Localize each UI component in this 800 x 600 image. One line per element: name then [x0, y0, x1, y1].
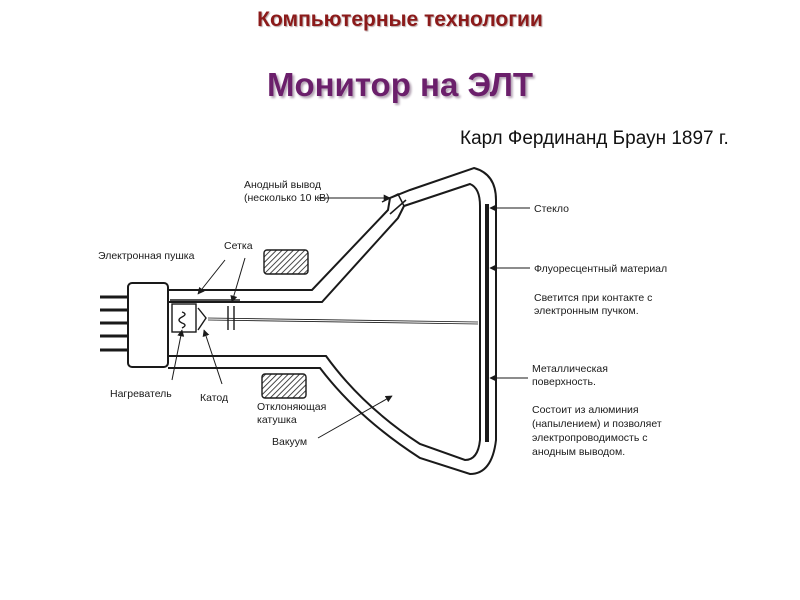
label-electron-gun: Электронная пушка	[98, 250, 195, 262]
label-heater: Нагреватель	[110, 388, 172, 400]
subject-heading: Компьютерные технологии	[257, 8, 543, 31]
label-metal-line2: поверхность.	[532, 376, 596, 388]
pointer-lines	[171, 194, 530, 439]
label-glass: Стекло	[534, 203, 569, 215]
label-alum-line3: электропроводимость с	[532, 432, 647, 444]
gun-socket	[127, 282, 169, 368]
label-cathode: Катод	[200, 392, 228, 404]
inventor-credit: Карл Фердинанд Браун 1897 г.	[460, 128, 729, 149]
deflection-coil-top	[263, 249, 309, 275]
label-coil-line2: катушка	[257, 414, 297, 426]
label-alum-line2: (напылением) и позволяет	[532, 418, 662, 430]
label-glow-line2: электронным пучком.	[534, 305, 639, 317]
label-alum-line4: анодным выводом.	[532, 446, 625, 458]
gun-pins	[100, 295, 130, 352]
label-vacuum: Вакуум	[272, 436, 307, 448]
label-anode-line2: (несколько 10 кВ)	[244, 192, 329, 204]
label-alum-line1: Состоит из алюминия	[532, 404, 639, 416]
label-grid: Сетка	[224, 240, 253, 252]
electron-beam	[207, 317, 479, 325]
label-phosphor: Флуоресцентный материал	[534, 263, 667, 275]
label-anode-line1: Анодный вывод	[244, 179, 321, 191]
deflection-coil-bottom	[261, 373, 307, 399]
label-metal-line1: Металлическая	[532, 363, 608, 375]
label-coil-line1: Отклоняющая	[257, 401, 326, 413]
slide-title: Монитор на ЭЛТ	[266, 66, 534, 103]
gun-internals	[170, 299, 240, 333]
tube-outline	[168, 166, 497, 476]
label-glow-line1: Светится при контакте с	[534, 292, 652, 304]
